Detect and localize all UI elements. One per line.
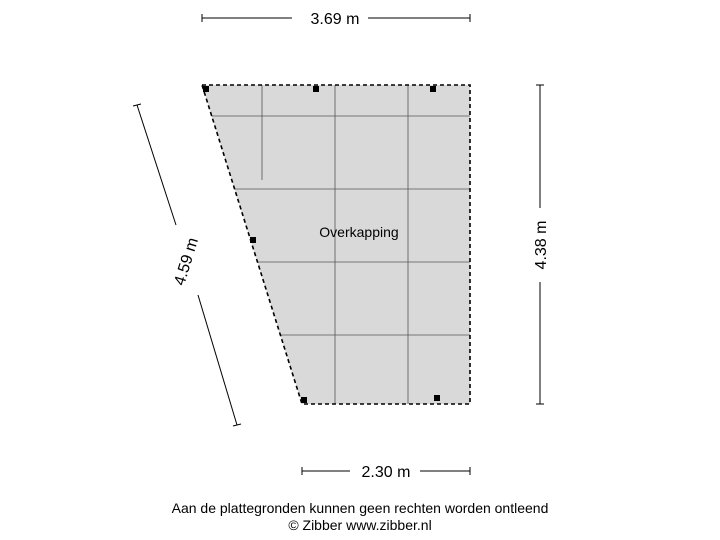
room-label: Overkapping	[319, 224, 398, 240]
dimension-right-label: 4.38 m	[533, 221, 550, 270]
post-top-right	[430, 86, 436, 92]
dimension-left-line-bottom	[197, 294, 238, 426]
post-left-middle	[250, 237, 256, 243]
dimension-left-tick-top	[132, 103, 142, 107]
dimension-right	[536, 84, 544, 405]
dimension-bottom-label: 2.30 m	[362, 464, 411, 481]
dimension-top-label: 3.69 m	[311, 11, 360, 28]
dimension-top	[201, 14, 471, 22]
posts	[203, 86, 440, 403]
dimension-left-label: 4.59 m	[171, 236, 202, 288]
footer-disclaimer: Aan de plattegronden kunnen geen rechten…	[171, 500, 549, 516]
post-top-left	[203, 86, 209, 92]
post-bottom-left	[301, 397, 307, 403]
dimension-bottom	[301, 467, 471, 475]
dimension-left-tick-bottom	[232, 423, 242, 427]
room-outline	[200, 84, 471, 405]
post-bottom-right	[434, 395, 440, 401]
footer-copyright: © Zibber www.zibber.nl	[288, 517, 432, 533]
room-overkapping-area	[202, 85, 470, 404]
post-top-middle	[313, 86, 319, 92]
dimension-left	[132, 103, 242, 427]
room-grid	[211, 85, 470, 404]
dimension-left-line-top	[136, 104, 177, 226]
